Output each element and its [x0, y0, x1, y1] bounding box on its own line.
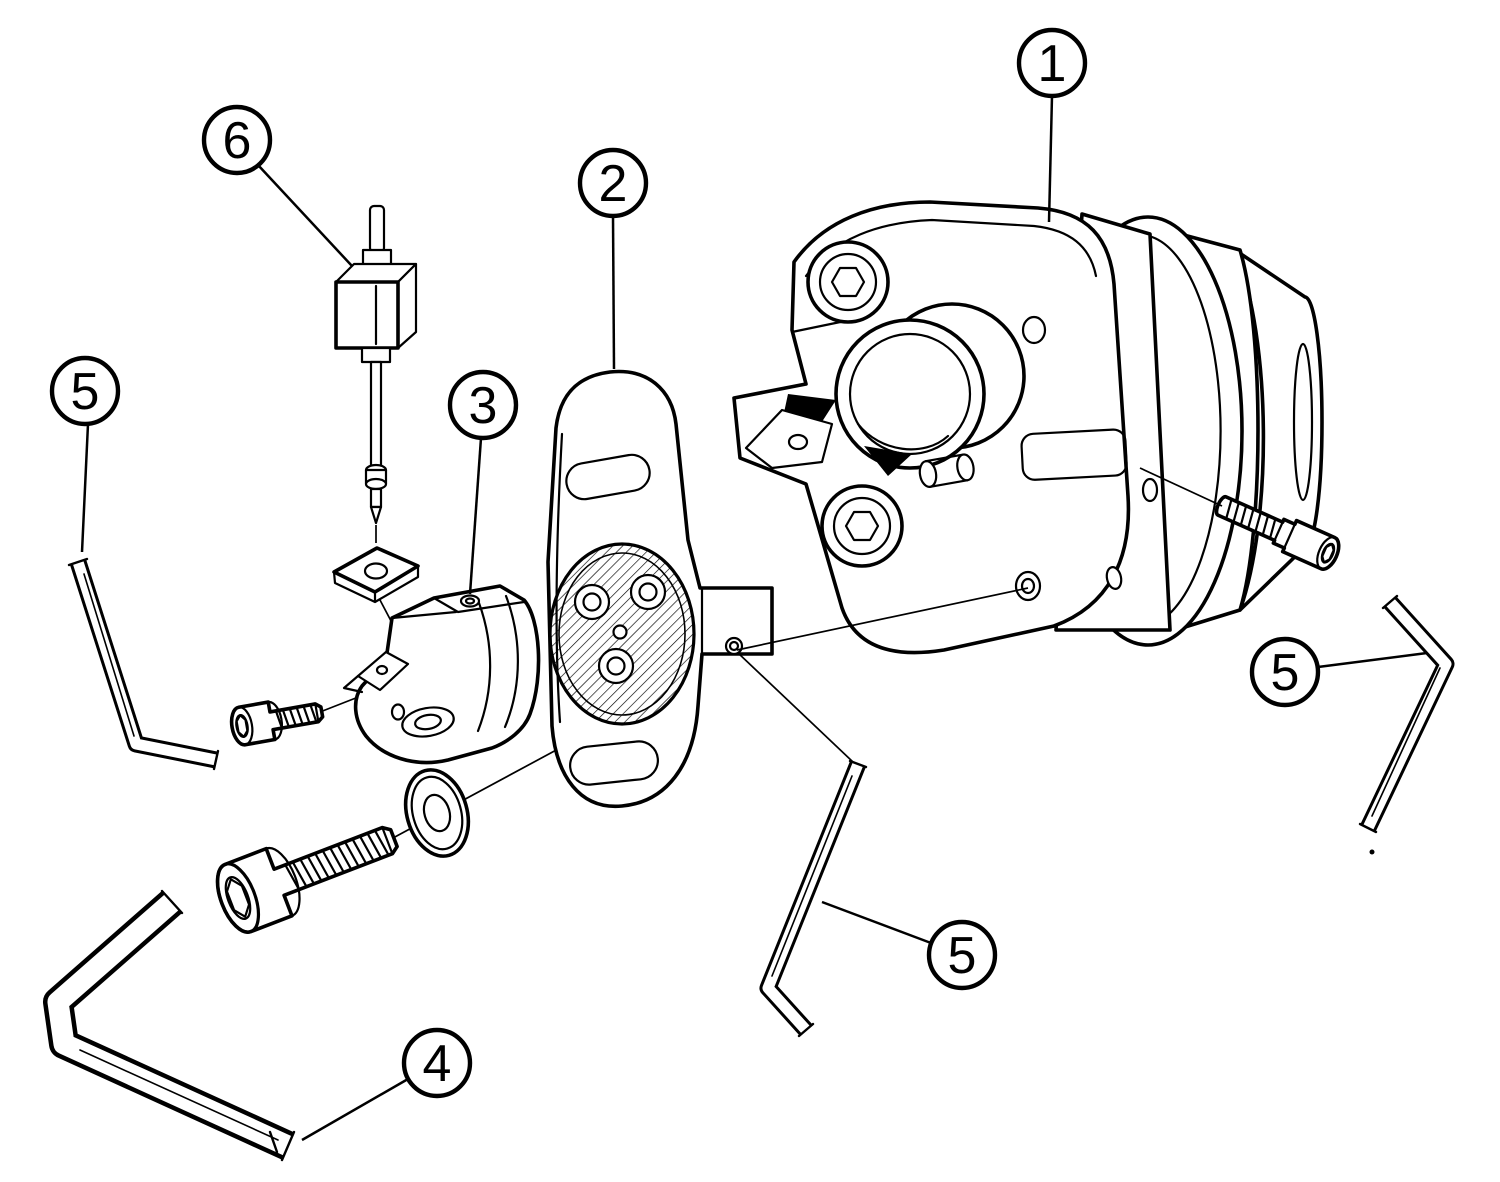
leader-5-right [1317, 651, 1428, 669]
callout-5-right: 5 [1249, 636, 1321, 708]
locating-pin [918, 453, 975, 488]
callout-4-label: 4 [423, 1035, 452, 1093]
part-insert-cartridge [342, 584, 541, 765]
callout-6: 6 [201, 104, 273, 176]
adjuster-shaft [369, 360, 383, 468]
head-hole-top [1021, 315, 1047, 345]
part-washer [403, 768, 471, 858]
part-hex-key-bottom [759, 759, 868, 1038]
leader-3 [468, 437, 483, 595]
part-hex-key-left [67, 557, 220, 771]
callout-1-circle [1016, 27, 1088, 99]
callout-3-circle [447, 369, 519, 441]
callout-5-right-circle [1249, 636, 1321, 708]
callout-5-left: 5 [49, 355, 121, 427]
callout-2-circle [577, 147, 649, 219]
callout-5-right-label: 5 [1271, 644, 1300, 702]
adjuster-tip [369, 505, 383, 525]
adjuster-pin [368, 204, 386, 254]
hex-socket [830, 266, 866, 298]
side-slot [1020, 428, 1128, 481]
cutting-insert [332, 546, 420, 594]
insert-hole [363, 562, 389, 580]
callout-5-left-label: 5 [71, 363, 100, 421]
plate-center-hole [612, 624, 628, 640]
leader-lines [80, 95, 1428, 1142]
leader-4 [301, 1077, 409, 1142]
leader-2 [611, 215, 616, 370]
callout-1-label: 1 [1038, 35, 1067, 93]
head-clamp-screw-lower [820, 484, 904, 568]
callout-5-bottom-label: 5 [948, 927, 977, 985]
head-clamp-screw-upper [806, 240, 890, 324]
adjuster-block-front [334, 280, 400, 350]
callout-4-circle [401, 1027, 473, 1099]
cartridge-flange-hole [401, 706, 455, 738]
part-adjustment-screw-assembly [332, 204, 420, 604]
coupling-shank [1233, 248, 1324, 612]
callout-5-bottom-circle [926, 919, 998, 991]
side-face-hole [1105, 566, 1123, 590]
axis-lines-over [736, 467, 1223, 651]
flange-screw-hole [1141, 477, 1159, 503]
part-hex-key-right [1358, 594, 1455, 834]
cartridge-top-hole [459, 594, 481, 608]
axis-head-to-side-screw [1139, 467, 1223, 507]
part-cover-plate [546, 369, 774, 809]
callout-2: 2 [577, 147, 649, 219]
washer-hole [422, 793, 452, 833]
adjuster-lower-collar [360, 346, 392, 364]
hex-socket [844, 510, 880, 542]
leader-5-bottom [821, 900, 932, 945]
cartridge-insert [356, 650, 410, 692]
callout-3: 3 [447, 369, 519, 441]
hex-socket [1321, 542, 1335, 564]
callout-6-label: 6 [223, 112, 252, 170]
leader-6 [257, 164, 353, 267]
callout-6-circle [201, 104, 273, 176]
callout-5-bottom: 5 [926, 919, 998, 991]
cartridge-hole [390, 703, 406, 721]
callout-5-left-circle [49, 355, 121, 427]
plate-bottom-slot [569, 740, 659, 786]
part-hex-key-large [43, 889, 296, 1162]
thread-lines [274, 703, 318, 730]
clamp-screw [215, 825, 399, 934]
thread-lines [284, 829, 390, 891]
callout-1: 1 [1016, 27, 1088, 99]
cartridge-screw [229, 700, 325, 747]
callout-4: 4 [401, 1027, 473, 1099]
axis-plate-to-key [736, 651, 854, 763]
hex-socket [225, 878, 251, 918]
axis-plate-to-head [736, 587, 1029, 651]
speck [1369, 849, 1375, 855]
plate-top-slot [565, 453, 651, 501]
leader-5-left [80, 423, 90, 553]
callout-2-label: 2 [599, 155, 628, 213]
thread-lines [1225, 498, 1277, 540]
hex-socket [235, 714, 249, 738]
part-cutting-head-body [732, 200, 1324, 655]
callout-3-label: 3 [469, 377, 498, 435]
leader-1 [1047, 95, 1054, 223]
